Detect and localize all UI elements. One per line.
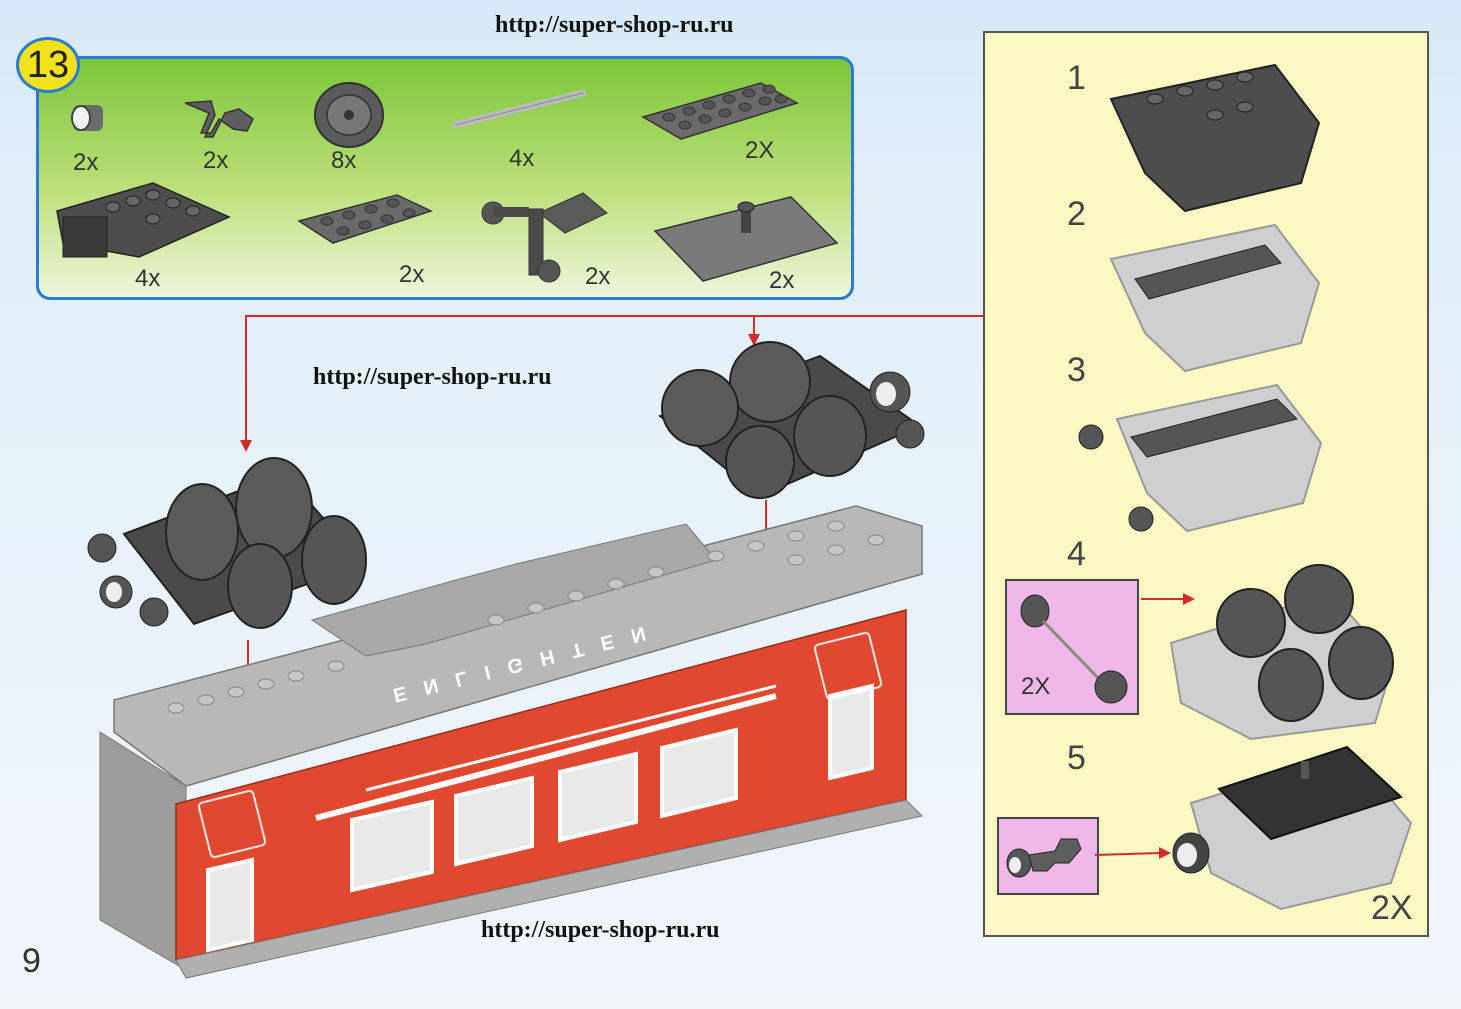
part-qty: 2x [399,261,425,288]
part-qty: 2x [769,267,795,294]
sub-step-5-coupler-callout [997,817,1099,895]
sub-assembly-panel: 1 2 3 4 5 2X [983,31,1429,937]
part-qty: 2x [73,149,99,176]
sub-step-3-buffer-added [1078,383,1323,533]
side-panel-qty: 2X [1371,889,1413,927]
sub-step-4-number: 4 [1067,535,1086,573]
left-bogie-assembly [87,457,367,629]
sub-step-2-number: 2 [1067,195,1086,233]
buffer-plate-part [481,192,608,283]
sub-step-3-number: 3 [1067,351,1086,389]
sub-step-5-coupler-arrow [1094,847,1171,859]
sub-step-4-axle-callout: 2X [1005,579,1139,715]
watermark-url-middle: http://super-shop-ru.ru [313,364,552,390]
axle-bar-part [451,89,587,129]
page-number: 9 [22,942,41,980]
part-qty: 2X [745,137,775,164]
part-qty: 2x [585,263,611,290]
parts-list-panel: 2x 2x 8x 4x 2X 4x [36,56,854,300]
plate-2x4-part [297,194,434,244]
bogie-base-part [56,182,231,258]
sub-step-5-turntable-added [1172,745,1413,911]
part-qty: 4x [509,145,535,172]
train-wheel-part [314,82,384,148]
sub-step-5-number: 5 [1067,739,1086,777]
sub-step-2-plate-added [1109,223,1321,373]
sub-step-1-number: 1 [1067,59,1086,97]
sub-step-4-qty: 2X [1021,673,1051,700]
sub-step-1-bogie-base [1109,63,1321,213]
round-brick-part [71,105,103,131]
plate-2x6-part [641,82,799,140]
sub-step-4-wheels-added [1141,564,1395,741]
watermark-url-bottom: http://super-shop-ru.ru [481,917,720,943]
part-qty: 2x [203,147,229,174]
step-number-badge: 13 [16,37,80,93]
right-bogie-assembly [658,341,925,499]
coupling-hook-part [184,100,254,138]
part-qty: 4x [135,265,161,292]
train-car-body [99,505,923,979]
watermark-url-top: http://super-shop-ru.ru [495,12,734,38]
part-qty: 8x [331,147,357,174]
turntable-plate-part [653,196,839,282]
